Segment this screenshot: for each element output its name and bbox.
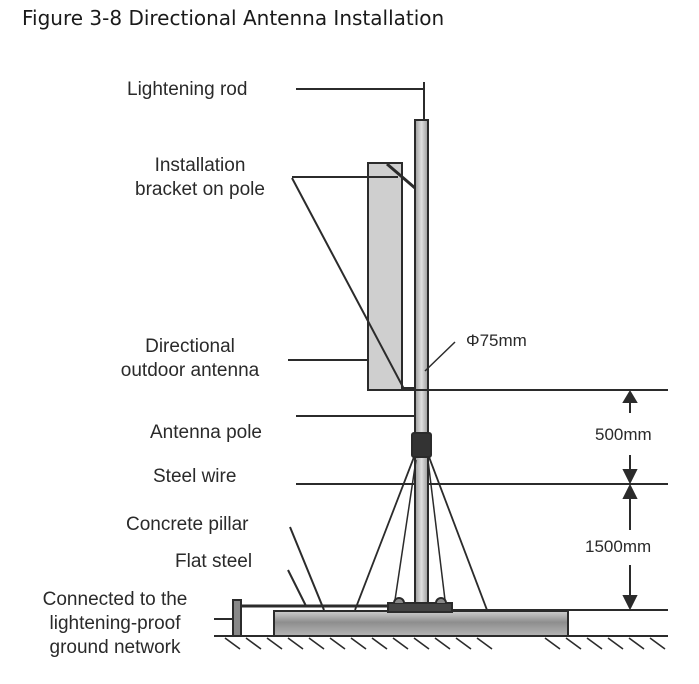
wire-clamp (411, 432, 432, 458)
label-antenna-line2: outdoor antenna (120, 360, 260, 381)
label-installation-bracket: Installation bracket on pole (120, 154, 280, 202)
label-antenna-pole: Antenna pole (150, 422, 262, 443)
label-bracket-line2: bracket on pole (135, 179, 265, 200)
label-ground-line2: lightening-proof (49, 613, 181, 634)
ground-terminal (232, 599, 242, 637)
label-ground-line3: ground network (49, 637, 181, 658)
label-ground-network: Connected to the lightening-proof ground… (26, 588, 204, 660)
dim-pole-diameter: Φ75mm (466, 331, 527, 351)
label-concrete-pillar: Concrete pillar (126, 514, 249, 535)
directional-antenna-panel (367, 162, 403, 391)
figure-caption: Figure 3-8 Directional Antenna Installat… (22, 6, 445, 30)
antenna-pole (414, 119, 429, 609)
lightening-rod (296, 82, 425, 120)
label-directional-antenna: Directional outdoor antenna (104, 335, 276, 383)
dim-1500mm: 1500mm (585, 537, 652, 557)
dim-500mm: 500mm (595, 425, 652, 445)
label-antenna-line1: Directional (145, 336, 235, 357)
label-ground-line1: Connected to the (42, 589, 188, 610)
label-flat-steel: Flat steel (175, 551, 253, 572)
label-bracket-line1: Installation (154, 155, 246, 176)
concrete-pillar (273, 610, 569, 637)
label-steel-wire: Steel wire (153, 466, 237, 487)
label-lightening-rod: Lightening rod (127, 79, 248, 100)
